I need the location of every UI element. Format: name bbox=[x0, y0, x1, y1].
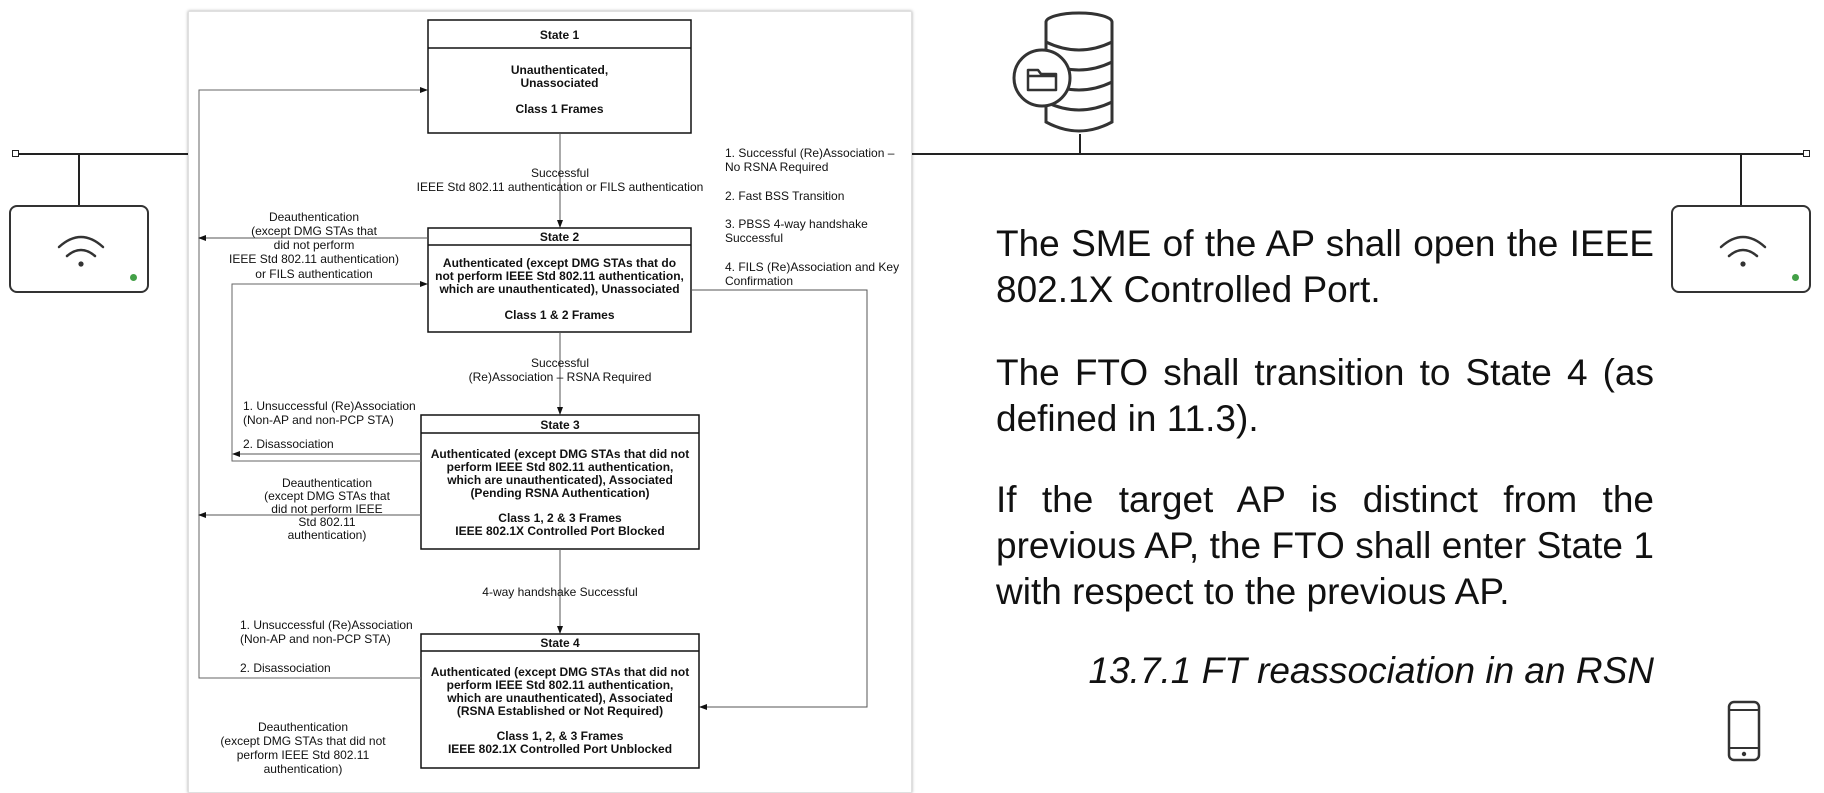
svg-text:did not perform IEEE: did not perform IEEE bbox=[271, 502, 382, 516]
label-s2-to-s4: 1. Successful (Re)Association – No RSNA … bbox=[725, 146, 899, 288]
state-2-line: which are unauthenticated), Unassociated bbox=[438, 282, 679, 296]
state-diagram-figure: State 1 Unauthenticated, Unassociated Cl… bbox=[188, 11, 912, 793]
svg-text:did not perform: did not perform bbox=[274, 238, 355, 252]
state-1-box: State 1 Unauthenticated, Unassociated Cl… bbox=[427, 19, 692, 134]
bus-end-left bbox=[12, 150, 19, 157]
database-folder-icon bbox=[1010, 8, 1120, 136]
label-s4-disassoc: 2. Disassociation bbox=[240, 661, 331, 675]
state-3-line: Class 1, 2 & 3 Frames bbox=[498, 511, 622, 525]
state-4-line: IEEE 802.1X Controlled Port Unblocked bbox=[448, 742, 672, 756]
state-2-line: not perform IEEE Std 802.11 authenticati… bbox=[435, 269, 684, 283]
state-1-line: Unassociated bbox=[520, 76, 598, 90]
state-2-title: State 2 bbox=[540, 230, 580, 244]
right-router-drop bbox=[1740, 154, 1742, 206]
right-router-icon bbox=[1671, 205, 1811, 293]
label-s1-to-s2: Successful IEEE Std 802.11 authenticatio… bbox=[417, 166, 704, 194]
svg-text:1. Successful (Re)Association: 1. Successful (Re)Association – bbox=[725, 146, 895, 160]
state-3-title: State 3 bbox=[540, 418, 580, 432]
status-led-icon bbox=[1792, 274, 1799, 281]
label-s3-to-s4: 4-way handshake Successful bbox=[482, 585, 637, 599]
state-4-box: State 4 Authenticated (except DMG STAs t… bbox=[420, 633, 700, 769]
svg-text:(except DMG STAs that did not: (except DMG STAs that did not bbox=[220, 734, 386, 748]
state-3-line: perform IEEE Std 802.11 authentication, bbox=[447, 460, 674, 474]
status-led-icon bbox=[130, 274, 137, 281]
state-1-title: State 1 bbox=[540, 28, 580, 42]
svg-text:(except DMG STAs that: (except DMG STAs that bbox=[264, 489, 390, 503]
svg-text:(Re)Association – RSNA Require: (Re)Association – RSNA Required bbox=[469, 370, 652, 384]
state-1-line: Class 1 Frames bbox=[515, 102, 603, 116]
network-bus-line bbox=[17, 153, 1807, 155]
state-3-box: State 3 Authenticated (except DMG STAs t… bbox=[420, 414, 700, 550]
state-3-line: IEEE 802.1X Controlled Port Blocked bbox=[455, 524, 664, 538]
label-s4-unsuccessful: 1. Unsuccessful (Re)Association (Non-AP … bbox=[240, 618, 413, 646]
svg-text:2. Fast BSS Transition: 2. Fast BSS Transition bbox=[725, 189, 844, 203]
svg-text:Successful: Successful bbox=[531, 356, 589, 370]
svg-text:(Non-AP and non-PCP STA): (Non-AP and non-PCP STA) bbox=[240, 632, 391, 646]
svg-text:Deauthentication: Deauthentication bbox=[258, 720, 348, 734]
svg-text:1. Unsuccessful (Re)Associatio: 1. Unsuccessful (Re)Association bbox=[240, 618, 413, 632]
svg-text:4. FILS (Re)Association and Ke: 4. FILS (Re)Association and Key bbox=[725, 260, 899, 274]
state-4-title: State 4 bbox=[540, 636, 580, 650]
svg-text:4-way handshake Successful: 4-way handshake Successful bbox=[482, 585, 637, 599]
paragraph-enter-state-1: If the target AP is distinct from the pr… bbox=[996, 479, 1654, 612]
state-2-box: State 2 Authenticated (except DMG STAs t… bbox=[427, 227, 692, 333]
svg-text:1. Unsuccessful (Re)Associatio: 1. Unsuccessful (Re)Association bbox=[243, 399, 416, 413]
svg-text:or FILS authentication: or FILS authentication bbox=[255, 267, 372, 281]
state-4-line: which are unauthenticated), Associated bbox=[446, 691, 673, 705]
svg-text:Successful: Successful bbox=[531, 166, 589, 180]
label-s3-unsuccessful: 1. Unsuccessful (Re)Association (Non-AP … bbox=[243, 399, 416, 427]
label-s3-disassoc: 2. Disassociation bbox=[243, 437, 334, 451]
svg-text:2. Disassociation: 2. Disassociation bbox=[240, 661, 331, 675]
svg-text:Successful: Successful bbox=[725, 231, 783, 245]
paragraph-open-port: The SME of the AP shall open the IEEE 80… bbox=[996, 223, 1654, 310]
svg-text:2. Disassociation: 2. Disassociation bbox=[243, 437, 334, 451]
svg-text:3. PBSS 4-way handshake: 3. PBSS 4-way handshake bbox=[725, 217, 868, 231]
label-s3-deauth: Deauthentication (except DMG STAs that d… bbox=[264, 476, 390, 542]
bus-end-right bbox=[1803, 150, 1810, 157]
state-3-line: which are unauthenticated), Associated bbox=[446, 473, 673, 487]
svg-text:authentication): authentication) bbox=[264, 762, 343, 776]
state-3-line: (Pending RSNA Authentication) bbox=[470, 486, 649, 500]
state-2-line: Authenticated (except DMG STAs that do bbox=[443, 256, 676, 270]
loop-to-state-1 bbox=[198, 87, 428, 679]
svg-text:No RSNA Required: No RSNA Required bbox=[725, 160, 828, 174]
label-s2-deauth: Deauthentication (except DMG STAs that d… bbox=[229, 210, 399, 281]
state-4-line: (RSNA Established or Not Required) bbox=[457, 704, 663, 718]
server-drop bbox=[1079, 134, 1081, 154]
state-3-line: Authenticated (except DMG STAs that did … bbox=[431, 447, 689, 461]
svg-text:(Non-AP and non-PCP STA): (Non-AP and non-PCP STA) bbox=[243, 413, 394, 427]
label-s2-to-s3: Successful (Re)Association – RSNA Requir… bbox=[469, 356, 652, 384]
arrow-s2-to-s4 bbox=[691, 289, 868, 710]
svg-text:authentication): authentication) bbox=[288, 528, 367, 542]
paragraph-transition-state-4: The FTO shall transition to State 4 (as … bbox=[996, 352, 1654, 439]
state-4-line: Authenticated (except DMG STAs that did … bbox=[431, 665, 689, 679]
svg-text:(except DMG STAs that: (except DMG STAs that bbox=[251, 224, 377, 238]
state-1-line: Unauthenticated, bbox=[511, 63, 608, 77]
svg-text:Confirmation: Confirmation bbox=[725, 274, 793, 288]
state-4-line: perform IEEE Std 802.11 authentication, bbox=[447, 678, 674, 692]
state-2-line: Class 1 & 2 Frames bbox=[504, 308, 614, 322]
svg-text:Std 802.11: Std 802.11 bbox=[298, 515, 355, 529]
svg-text:IEEE Std 802.11 authentication: IEEE Std 802.11 authentication or FILS a… bbox=[417, 180, 704, 194]
smartphone-icon bbox=[1727, 700, 1761, 762]
svg-text:perform IEEE Std 802.11: perform IEEE Std 802.11 bbox=[237, 748, 370, 762]
label-s4-deauth: Deauthentication (except DMG STAs that d… bbox=[220, 720, 386, 776]
svg-text:Deauthentication: Deauthentication bbox=[269, 210, 359, 224]
loop-to-state-2 bbox=[231, 281, 428, 462]
section-caption: 13.7.1 FT reassociation in an RSN bbox=[1088, 650, 1654, 691]
state-4-line: Class 1, 2, & 3 Frames bbox=[497, 729, 624, 743]
left-router-icon bbox=[9, 205, 149, 293]
svg-text:IEEE Std 802.11 authentication: IEEE Std 802.11 authentication) bbox=[229, 252, 399, 266]
svg-text:Deauthentication: Deauthentication bbox=[282, 476, 372, 490]
left-router-drop bbox=[78, 154, 80, 206]
